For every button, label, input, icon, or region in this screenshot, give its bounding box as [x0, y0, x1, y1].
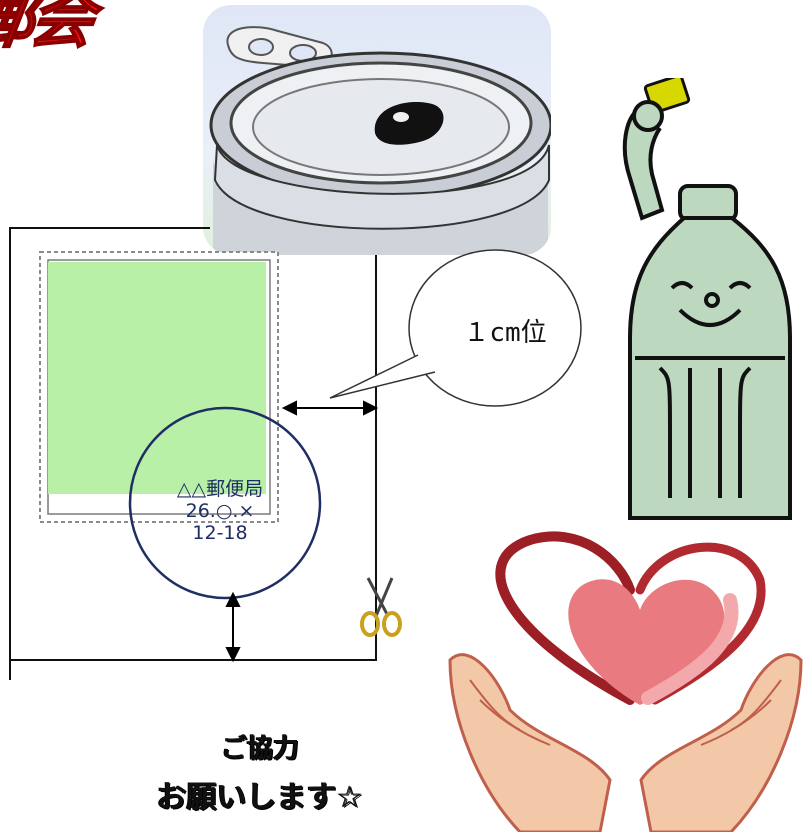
- closing-line-1: ご協力: [220, 734, 299, 764]
- postmark-circle: [128, 406, 322, 600]
- page-title: 郵会: [0, 0, 96, 58]
- heart-hands-illustration: [448, 531, 803, 832]
- closing-line-2: お願いします☆: [156, 780, 364, 815]
- scissors-icon: [360, 577, 402, 637]
- postmark-text: △△郵便局 26.○.× 12-18: [140, 478, 300, 544]
- postmark-date: 26.○.×: [185, 500, 255, 522]
- postmark-time: 12-18: [192, 522, 248, 544]
- width-arrow: [281, 400, 379, 416]
- pet-bottle-character: [622, 78, 792, 520]
- envelope-diagram: [9, 227, 582, 680]
- height-arrow: [225, 591, 241, 663]
- bubble-label: １cm位: [463, 318, 547, 348]
- pull-tab-icon: [226, 26, 333, 69]
- stamp: [39, 251, 279, 523]
- speech-bubble: [329, 249, 582, 407]
- pull-tab-can-image: [203, 5, 551, 255]
- postmark-office: △△郵便局: [176, 478, 264, 500]
